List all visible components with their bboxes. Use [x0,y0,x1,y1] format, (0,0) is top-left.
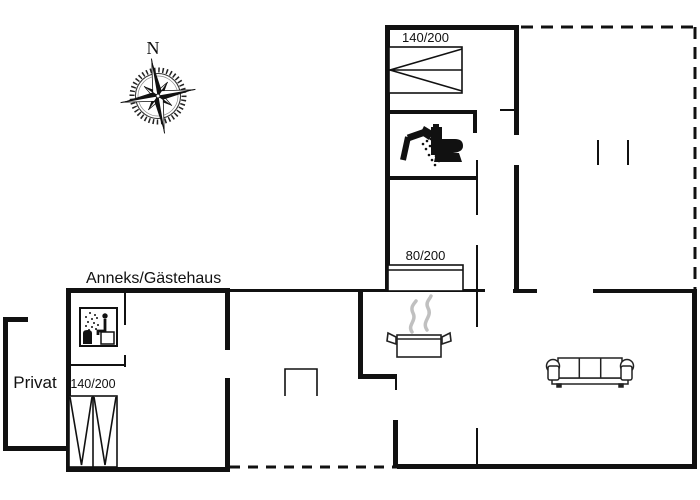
bed-size-label-single: 80/200 [405,248,446,263]
door-opening-marks [597,140,629,165]
compass-north-label: N [146,38,160,58]
single-bed-icon [387,264,464,292]
annex-double-bed-icon [68,395,118,468]
privat-label: Privat [13,373,57,392]
dashed-walls [230,25,697,469]
compass-rose-icon [120,58,196,134]
annex-label: Anneks/Gästehaus [86,270,222,287]
steam-icon [408,294,433,334]
sauna-icon [79,307,118,347]
walls [3,25,697,472]
cooking-pot-icon [386,331,452,358]
bed-size-label-top-double: 140/200 [402,30,449,45]
double-bed-icon [387,46,463,94]
toilet-icon [431,124,463,162]
table-icon [284,368,318,396]
sofa-icon [545,357,635,388]
bed-size-label-annex-double: 140/200 [70,377,116,391]
